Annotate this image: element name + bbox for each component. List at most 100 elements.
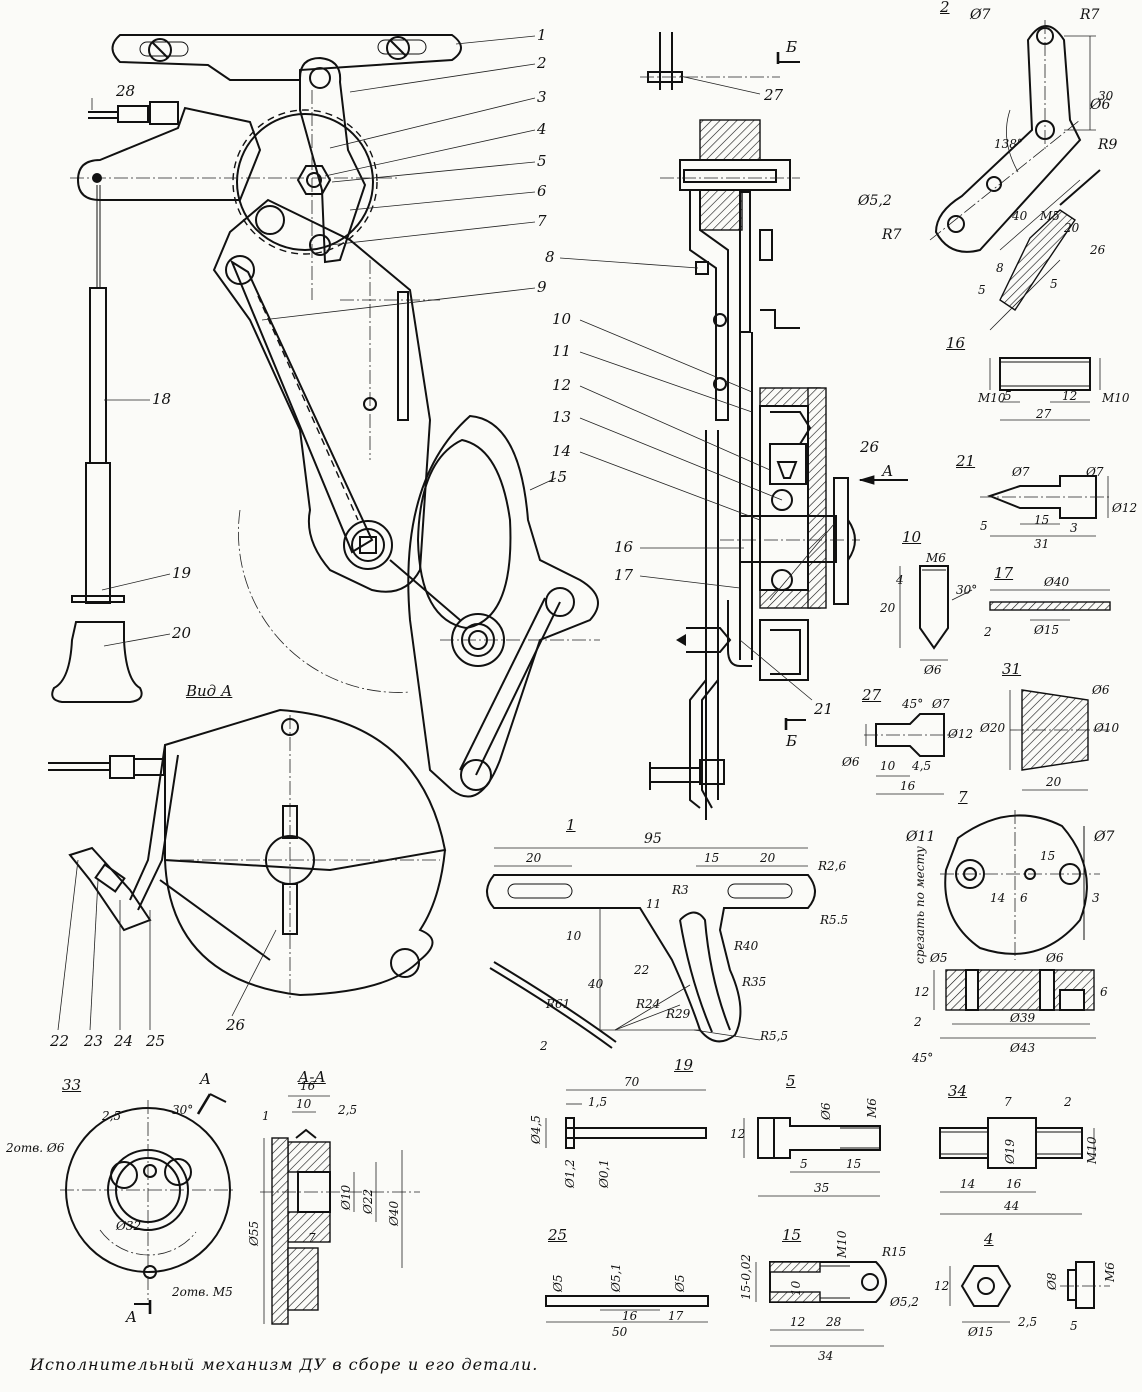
paa-dim-2: 2,5 (338, 1103, 358, 1117)
paa-dim-4: Ø55 (247, 1220, 261, 1246)
callout-25: 25 (146, 1032, 166, 1050)
part-19-drawing (545, 1089, 707, 1149)
p2-dim-6: Ø5,2 (858, 193, 892, 209)
p2-dim-5: R9 (1098, 137, 1118, 153)
callout-leaders (57, 35, 835, 1031)
p27-dim-1: Ø7 (932, 697, 950, 711)
p17-dim-0: Ø40 (1044, 575, 1070, 589)
p27-dim-6: 16 (900, 779, 916, 793)
callout-26-section: 26 (860, 438, 880, 456)
figure-caption: Исполнительный механизм ДУ в сборе и его… (30, 1355, 539, 1374)
view-a-drawing (48, 708, 447, 1000)
p21-dim-1: Ø7 (1086, 465, 1104, 479)
p2-dim-12: 5 (1050, 277, 1058, 291)
p5-dim-0: Ø6 (819, 1102, 833, 1120)
section-aa-drawing (260, 1095, 420, 1325)
p7-dim-5: 3 (1092, 891, 1100, 905)
p34-dim-0: 7 (1004, 1095, 1012, 1109)
callout-13: 13 (552, 408, 572, 426)
p7-dim-2: 15 (1040, 849, 1056, 863)
callout-10: 10 (552, 310, 572, 328)
p7-dim-12: 6 (1100, 985, 1108, 999)
part-33-drawing (60, 1093, 236, 1314)
callout-21: 21 (814, 700, 834, 718)
p10-dim-4: Ø6 (924, 663, 942, 677)
p33-section-a-top: A (200, 1070, 211, 1088)
part-16-drawing (989, 357, 1101, 421)
callout-4: 4 (537, 120, 547, 138)
p1-dim-14: R24 (636, 997, 661, 1011)
callout-5: 5 (537, 152, 547, 170)
callout-23: 23 (84, 1032, 104, 1050)
part-10-title: 10 (902, 528, 922, 546)
p1-dim-13: R61 (546, 997, 571, 1011)
p21-dim-4: 15 (1034, 513, 1050, 527)
callout-17: 17 (614, 566, 634, 584)
p1-dim-11: 40 (588, 977, 604, 991)
p34-dim-3: M10 (1085, 1136, 1099, 1164)
paa-dim-8: Ø40 (387, 1200, 401, 1226)
p1-dim-12: R35 (742, 975, 767, 989)
p5-dim-3: 5 (800, 1157, 808, 1171)
p1-dim-16: R5,5 (760, 1029, 789, 1043)
part-21-title: 21 (956, 452, 976, 470)
p1-dim-3: 20 (760, 851, 776, 865)
p15-dim-6: 28 (826, 1315, 842, 1329)
p21-dim-5: 31 (1034, 537, 1050, 551)
p7-dim-0: Ø11 (906, 829, 936, 845)
part-33-title: 33 (62, 1076, 82, 1094)
p1-dim-8: 10 (566, 929, 582, 943)
p25-dim-3: 16 (622, 1309, 638, 1323)
p5-dim-2: 12 (730, 1127, 746, 1141)
part-27-drawing (864, 713, 956, 795)
p16-dim-0: M10 (978, 391, 1006, 405)
p4-dim-2: 12 (934, 1279, 950, 1293)
p1-dim-5: R3 (672, 883, 689, 897)
p19-dim-0: 70 (624, 1075, 640, 1089)
section-view (640, 32, 908, 820)
p1-dim-10: 22 (634, 963, 650, 977)
callout-20: 20 (172, 624, 192, 642)
p10-dim-1: 4 (896, 573, 904, 587)
paa-dim-7: Ø22 (361, 1188, 375, 1214)
p7-dim-1: Ø7 (1094, 829, 1115, 845)
callout-1: 1 (537, 26, 547, 44)
p7-dim-10: 2 (914, 1015, 922, 1029)
callout-14: 14 (552, 442, 572, 460)
p5-dim-1: M6 (865, 1098, 879, 1118)
p7-dim-8: Ø6 (1046, 951, 1064, 965)
part-2-title: 2 (940, 0, 950, 16)
p33-dim-4: 2отв. М5 (172, 1285, 233, 1299)
p19-dim-2: Ø4,5 (529, 1115, 543, 1144)
part-31-drawing (1009, 689, 1110, 791)
part-2-drawing (929, 20, 1101, 331)
p25-dim-2: Ø5 (673, 1274, 687, 1292)
p7-dim-7: Ø5 (930, 951, 948, 965)
callout-6: 6 (537, 182, 547, 200)
p27-dim-2: Ø6 (842, 755, 860, 769)
p2-dim-13: 5 (978, 283, 986, 297)
p4-dim-1: M6 (1103, 1262, 1117, 1282)
p25-dim-1: Ø5,1 (609, 1263, 623, 1292)
p17-dim-1: Ø15 (1034, 623, 1060, 637)
view-a-label: Вид А (186, 682, 233, 700)
p15-dim-2: R15 (882, 1245, 907, 1259)
p10-dim-0: M6 (926, 551, 946, 565)
p7-dim-11: Ø39 (1010, 1011, 1036, 1025)
part-5-drawing (743, 1117, 881, 1197)
p31-dim-2: Ø10 (1094, 721, 1120, 735)
p19-dim-1: 1,5 (588, 1095, 608, 1109)
p25-dim-5: 50 (612, 1325, 628, 1339)
p27-dim-5: 4,5 (912, 759, 932, 773)
p1-dim-17: 2 (540, 1039, 548, 1053)
p25-dim-0: Ø5 (551, 1274, 565, 1292)
p31-dim-1: Ø20 (980, 721, 1006, 735)
p34-dim-2: Ø19 (1003, 1138, 1017, 1164)
callout-19: 19 (172, 564, 192, 582)
p7-dim-4: 6 (1020, 891, 1028, 905)
callout-7: 7 (537, 212, 547, 230)
section-b-bottom: Б (786, 732, 798, 750)
p16-dim-1: M10 (1102, 391, 1130, 405)
